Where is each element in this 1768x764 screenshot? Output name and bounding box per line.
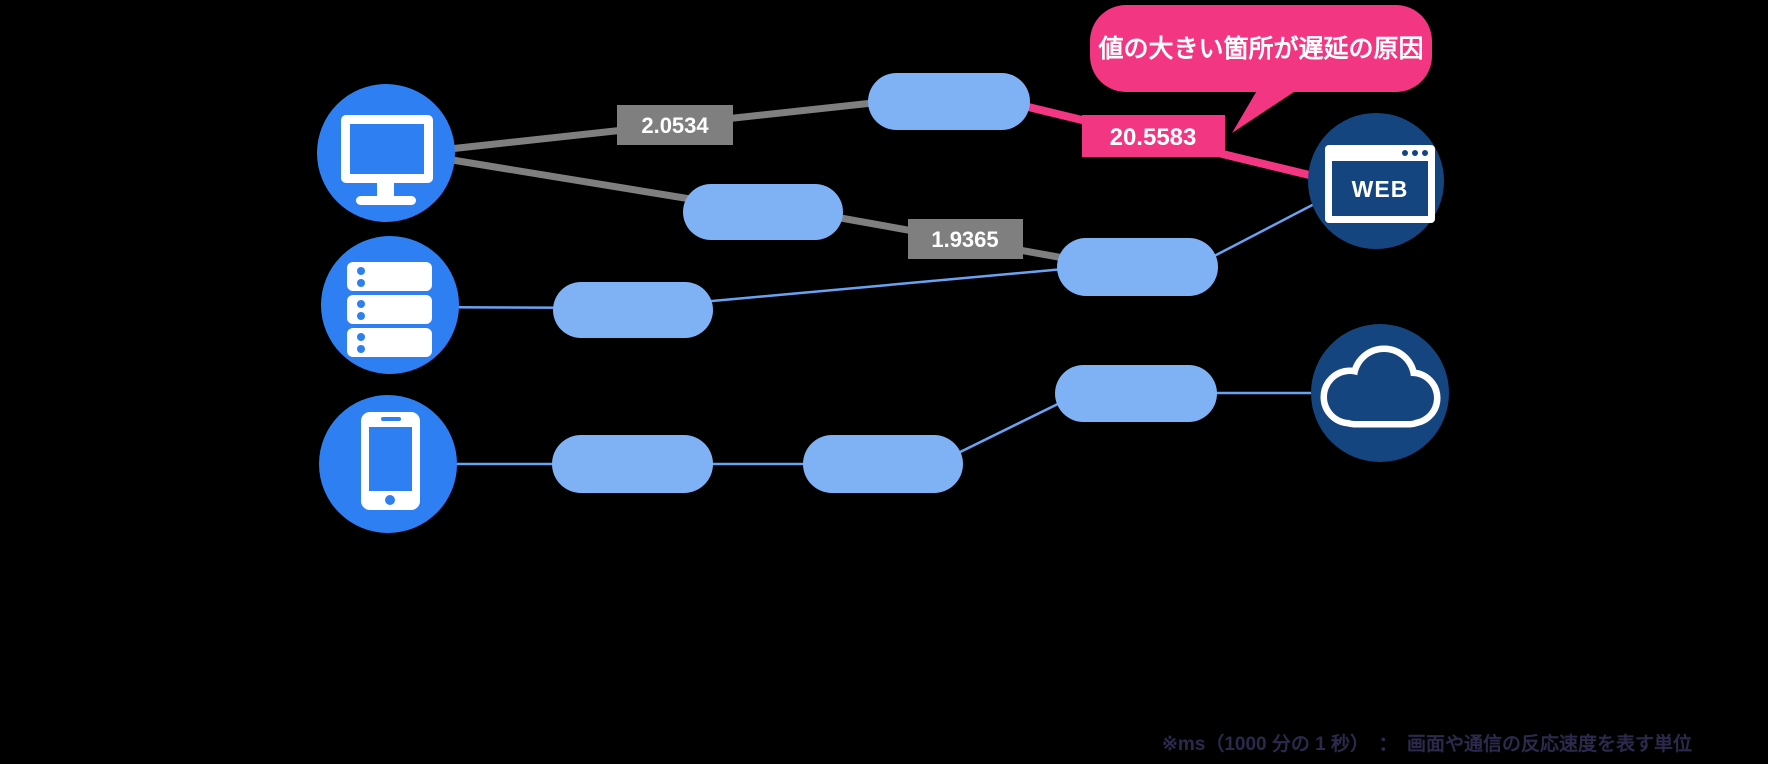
callout-box — [1090, 5, 1432, 92]
server-unit-2 — [347, 295, 432, 324]
desktop-computer-icon — [317, 84, 455, 222]
latency-label-high-value: 20.5583 — [1110, 124, 1197, 151]
unit-footnote: ※ms（1000 分の 1 秒） ： 画面や通信の反応速度を表す単位 — [1162, 732, 1692, 755]
edge-pill6-pill7 — [949, 396, 1071, 459]
server-icon — [321, 236, 459, 374]
latency-label-1: 2.0534 — [617, 105, 733, 145]
server-led — [357, 312, 365, 320]
node-pill-5 — [552, 435, 713, 493]
latency-label-high-box — [1082, 115, 1225, 157]
node-pill-6 — [803, 435, 963, 493]
browser-dot — [1402, 150, 1408, 156]
server-led — [357, 267, 365, 275]
callout-text: 値の大きい箇所が遅延の原因 — [1097, 34, 1423, 63]
node-pill-1 — [868, 73, 1030, 130]
latency-label-2: 1.9365 — [908, 219, 1023, 259]
browser-window-icon: WEB — [1308, 113, 1444, 249]
server-unit-3 — [347, 328, 432, 357]
callout-tail — [1232, 82, 1309, 133]
web-label: WEB — [1352, 176, 1409, 202]
latency-label-1-box — [617, 105, 733, 145]
callout-bubble: 値の大きい箇所が遅延の原因 — [1090, 5, 1432, 133]
browser-viewport — [1332, 161, 1428, 216]
latency-label-1-value: 2.0534 — [641, 113, 709, 138]
latency-label-2-box — [908, 219, 1023, 259]
browser-dot — [1412, 150, 1418, 156]
server-led — [357, 333, 365, 341]
pc-monitor-stand — [377, 183, 394, 196]
node-pill-4 — [553, 282, 713, 338]
node-pill-2 — [683, 184, 843, 240]
pc-monitor-base — [356, 196, 416, 205]
node-pill-3 — [1057, 238, 1218, 296]
server-led — [357, 279, 365, 287]
node-pill-7 — [1055, 365, 1217, 422]
phone-screen — [369, 427, 412, 491]
smartphone-icon — [319, 395, 457, 533]
server-unit-1 — [347, 262, 432, 291]
cloud-base-fill — [1342, 390, 1422, 421]
server-led — [357, 300, 365, 308]
relay-nodes — [552, 73, 1218, 493]
latency-label-high: 20.5583 — [1082, 115, 1225, 157]
latency-label-2-value: 1.9365 — [931, 227, 998, 252]
cloud-fill — [1327, 352, 1434, 421]
browser-dot — [1422, 150, 1428, 156]
pc-monitor-screen — [350, 124, 424, 174]
phone-home-button — [385, 495, 395, 505]
server-led — [357, 345, 365, 353]
edge-labels: 2.0534 1.9365 20.5583 — [617, 105, 1225, 259]
phone-speaker — [381, 417, 401, 421]
cloud-icon — [1311, 324, 1449, 462]
